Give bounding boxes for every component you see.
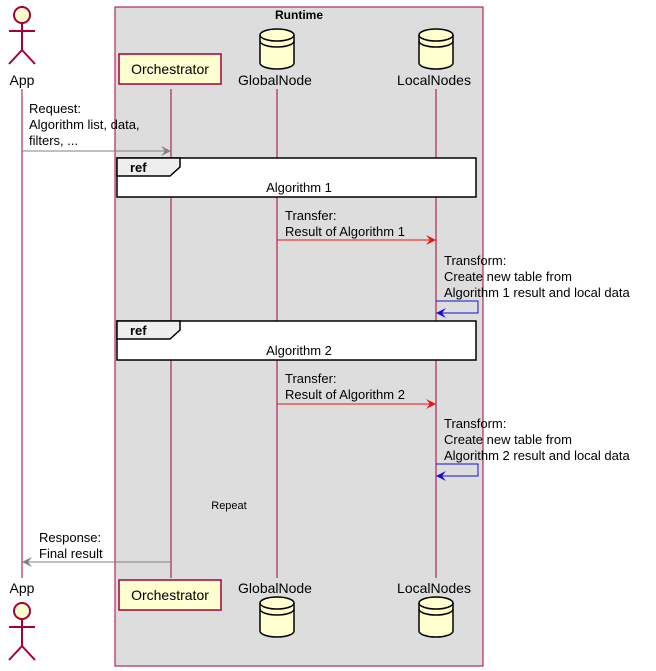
participant-localnodes-top: LocalNodes (397, 28, 471, 88)
message-label-line: Result of Algorithm 1 (285, 224, 405, 239)
message-arrow (436, 463, 479, 481)
message-label-line: Transfer: (285, 208, 337, 223)
participant-label: GlobalNode (238, 580, 312, 596)
message-label-line: Final result (39, 546, 103, 561)
ref-tag: ref (130, 160, 147, 175)
message-transform-2: Transform: Create new table from Algorit… (436, 416, 630, 481)
participant-label: LocalNodes (397, 72, 471, 88)
message-label-line: Request: (29, 101, 81, 116)
message-transfer-1: Transfer: Result of Algorithm 1 (277, 208, 436, 245)
delay-dots (21, 490, 437, 522)
database-icon (418, 596, 454, 638)
message-request: Request: Algorithm list, data, filters, … (22, 101, 171, 156)
message-label-line: Result of Algorithm 2 (285, 387, 405, 402)
message-label-line: Create new table from (444, 269, 572, 284)
participant-label: Orchestrator (131, 61, 209, 77)
message-label-line: Transform: (444, 253, 506, 268)
message-label-line: Response: (39, 530, 101, 545)
actor-icon (8, 6, 36, 65)
database-icon (418, 28, 454, 70)
ref-algorithm-1: ref Algorithm 1 (116, 157, 477, 198)
message-label-line: Transform: (444, 416, 506, 431)
database-icon (259, 596, 295, 638)
message-label-line: Create new table from (444, 432, 572, 447)
message-label-line: Algorithm 2 result and local data (444, 448, 630, 463)
participant-orchestrator-top: Orchestrator (118, 53, 222, 85)
participant-label: Orchestrator (131, 587, 209, 603)
ref-tag: ref (130, 323, 147, 338)
participant-label: GlobalNode (238, 72, 312, 88)
participant-app-bottom: App (8, 580, 36, 661)
participant-globalnode-bottom: GlobalNode (238, 580, 312, 638)
participant-label: App (10, 580, 35, 596)
ref-label: Algorithm 1 (266, 180, 332, 195)
message-transform-1: Transform: Create new table from Algorit… (436, 253, 630, 318)
message-label-line: Algorithm list, data, (29, 117, 140, 132)
actor-icon (8, 602, 36, 661)
participant-orchestrator-bottom: Orchestrator (118, 579, 222, 611)
message-label-line: filters, ... (29, 133, 78, 148)
participant-label: App (10, 72, 35, 88)
delay-label: Repeat (211, 500, 246, 512)
ref-algorithm-2: ref Algorithm 2 (116, 320, 477, 361)
ref-label: Algorithm 2 (266, 343, 332, 358)
message-label-line: Algorithm 1 result and local data (444, 285, 630, 300)
message-label-line: Transfer: (285, 371, 337, 386)
message-response: Response: Final result (22, 530, 170, 567)
participant-globalnode-top: GlobalNode (238, 28, 312, 88)
message-arrow (436, 300, 479, 318)
runtime-box-title: Runtime (275, 8, 323, 22)
participant-localnodes-bottom: LocalNodes (397, 580, 471, 638)
participant-app-top: App (8, 6, 36, 88)
message-transfer-2: Transfer: Result of Algorithm 2 (277, 371, 436, 409)
participant-label: LocalNodes (397, 580, 471, 596)
database-icon (259, 28, 295, 70)
